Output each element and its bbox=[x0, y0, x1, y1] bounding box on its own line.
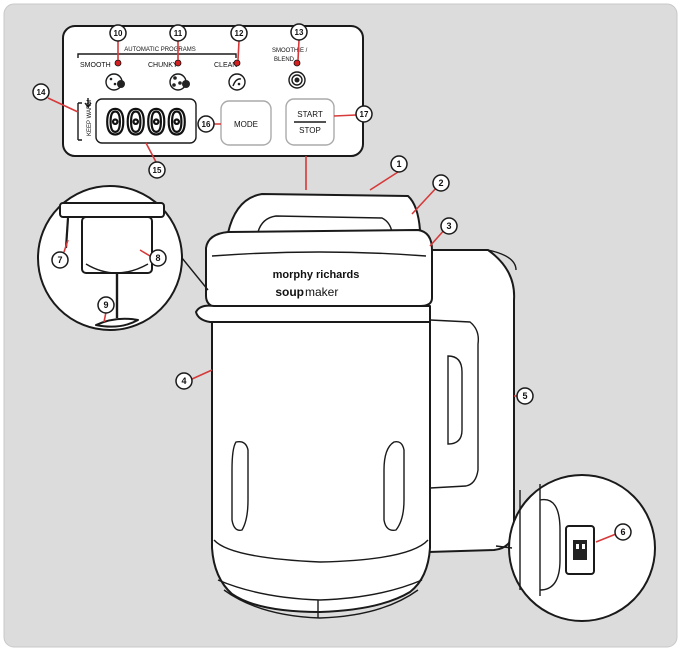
callout-7: 7 bbox=[51, 251, 69, 269]
jug-base bbox=[223, 589, 419, 619]
clean-button[interactable] bbox=[228, 73, 246, 91]
clean-indicator-light bbox=[233, 59, 241, 67]
start-stop-button[interactable]: START STOP bbox=[285, 98, 335, 146]
soup-bowl-icon bbox=[117, 80, 125, 88]
lid-handle-grip bbox=[257, 215, 393, 233]
callout-2: 2 bbox=[432, 174, 450, 192]
lid-handle bbox=[223, 193, 421, 237]
callout-1: 1 bbox=[390, 155, 408, 173]
svg-text:12: 12 bbox=[235, 29, 244, 38]
svg-text:14: 14 bbox=[37, 88, 46, 97]
handle-cutout bbox=[447, 355, 463, 445]
brand-soup: soup bbox=[275, 285, 304, 299]
digital-display: 0000 bbox=[105, 103, 187, 143]
power-socket-pins-icon bbox=[573, 540, 587, 560]
clean-sparkle-icon bbox=[232, 78, 242, 87]
brand-name: morphy richards bbox=[273, 269, 360, 281]
callout-16: 16 bbox=[197, 115, 215, 133]
smoothie-blend-button[interactable] bbox=[288, 71, 306, 89]
jug-handle bbox=[427, 249, 516, 553]
svg-text:11: 11 bbox=[174, 29, 183, 38]
jug-rim bbox=[195, 304, 431, 323]
smoothie-button-ring bbox=[288, 71, 306, 89]
start-label: START bbox=[297, 110, 323, 119]
heating-element bbox=[81, 216, 153, 274]
keep-warm-label: KEEP WARM bbox=[87, 100, 93, 136]
svg-text:2: 2 bbox=[438, 178, 443, 188]
callout-15: 15 bbox=[148, 161, 166, 179]
callout-14: 14 bbox=[32, 83, 50, 101]
smooth-button[interactable] bbox=[105, 73, 125, 91]
chunky-button[interactable] bbox=[169, 73, 190, 91]
chunky-soup-icon bbox=[182, 80, 190, 88]
left-view-window bbox=[231, 440, 249, 531]
mode-button-frame bbox=[220, 100, 272, 146]
jug-handle-inner bbox=[429, 319, 480, 489]
svg-text:9: 9 bbox=[103, 300, 108, 310]
callout-6: 6 bbox=[614, 523, 632, 541]
jug-body bbox=[211, 321, 431, 613]
callout-11: 11 bbox=[169, 24, 187, 42]
stop-label: STOP bbox=[299, 126, 321, 135]
callout-8: 8 bbox=[149, 249, 167, 267]
brand-maker: maker bbox=[305, 285, 338, 299]
blade bbox=[95, 317, 139, 328]
smoothie-indicator-light bbox=[293, 59, 301, 67]
blend-icon bbox=[294, 77, 300, 83]
smooth-label: SMOOTH bbox=[80, 62, 111, 69]
keep-warm-indicator: KEEP WARM bbox=[77, 98, 93, 141]
soup-maker-jug: morphy richards soup maker bbox=[195, 193, 517, 619]
svg-text:16: 16 bbox=[202, 120, 211, 129]
chunky-label: CHUNKY bbox=[148, 62, 178, 69]
svg-text:10: 10 bbox=[114, 29, 123, 38]
callout-12: 12 bbox=[230, 24, 248, 42]
smoothie-label-line2: BLEND bbox=[274, 57, 295, 63]
power-socket-inset bbox=[508, 474, 656, 622]
svg-text:5: 5 bbox=[522, 391, 527, 401]
clean-button-ring bbox=[228, 73, 246, 91]
svg-text:6: 6 bbox=[620, 527, 625, 537]
svg-text:17: 17 bbox=[360, 110, 369, 119]
program-bracket bbox=[77, 53, 237, 58]
blade-cap bbox=[59, 202, 165, 218]
svg-text:4: 4 bbox=[181, 376, 186, 386]
clean-label: CLEAN bbox=[214, 62, 237, 69]
chunky-indicator-light bbox=[174, 59, 182, 67]
program-group-label: AUTOMATIC PROGRAMS bbox=[124, 47, 195, 53]
right-view-window bbox=[383, 440, 405, 531]
mode-button-label: MODE bbox=[234, 120, 258, 129]
smoothie-label-line1: SMOOTHIE / bbox=[272, 48, 308, 54]
callout-10: 10 bbox=[109, 24, 127, 42]
socket-housing bbox=[519, 484, 561, 596]
callout-17: 17 bbox=[355, 105, 373, 123]
svg-text:13: 13 bbox=[295, 28, 304, 37]
svg-text:15: 15 bbox=[153, 166, 162, 175]
callout-13: 13 bbox=[290, 23, 308, 41]
control-panel: AUTOMATIC PROGRAMS SMOOTH CHUNKY CLEAN S… bbox=[62, 25, 364, 157]
mode-button[interactable]: MODE bbox=[220, 100, 272, 146]
smooth-indicator-light bbox=[114, 59, 122, 67]
callout-5: 5 bbox=[516, 387, 534, 405]
svg-text:8: 8 bbox=[155, 253, 160, 263]
svg-text:7: 7 bbox=[57, 255, 62, 265]
keep-warm-arrow-icon bbox=[84, 98, 92, 109]
svg-text:3: 3 bbox=[446, 221, 451, 231]
svg-text:1: 1 bbox=[396, 159, 401, 169]
callout-4: 4 bbox=[175, 372, 193, 390]
callout-3: 3 bbox=[440, 217, 458, 235]
callout-9: 9 bbox=[97, 296, 115, 314]
